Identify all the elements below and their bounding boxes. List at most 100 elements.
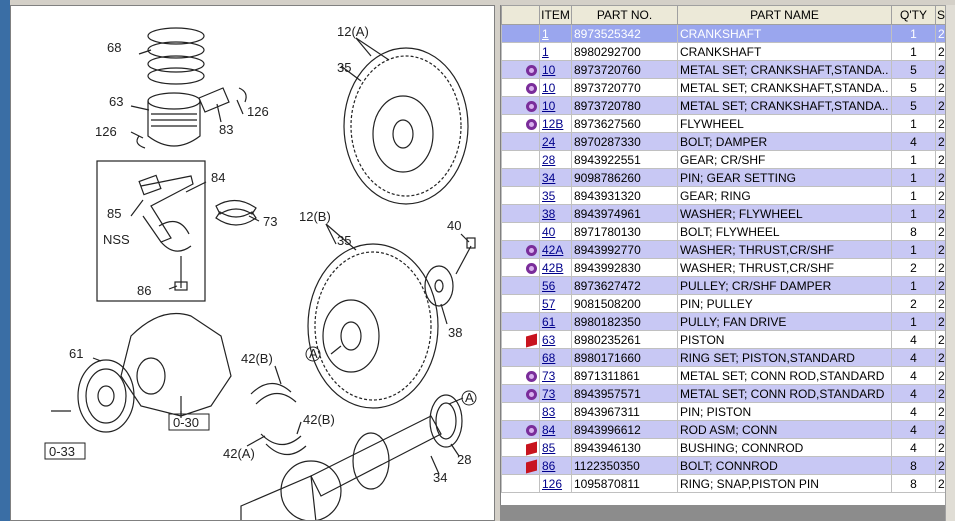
row-item-cell: 28 [539, 150, 572, 169]
gear-icon[interactable] [526, 82, 537, 94]
row-qty: 2 [891, 258, 936, 277]
item-link[interactable]: 28 [542, 152, 556, 167]
item-link[interactable]: 85 [542, 440, 556, 455]
row-qty: 5 [891, 60, 936, 79]
item-link[interactable]: 73 [542, 386, 556, 401]
item-link[interactable]: 1 [542, 26, 549, 41]
callout-126-left: 126 [95, 124, 117, 139]
gear-icon[interactable] [526, 424, 537, 436]
gear-icon[interactable] [526, 118, 537, 130]
book-icon[interactable] [526, 441, 537, 456]
header-part-no[interactable]: PART NO. [571, 5, 678, 25]
book-icon[interactable] [526, 333, 537, 348]
item-link[interactable]: 68 [542, 350, 556, 365]
item-link[interactable]: 1 [542, 44, 549, 59]
row-qty: 1 [891, 24, 936, 43]
item-link[interactable]: 12B [542, 116, 564, 131]
vertical-scrollbar[interactable] [945, 5, 955, 521]
item-link[interactable]: 42B [542, 260, 564, 275]
item-link[interactable]: 35 [542, 188, 556, 203]
row-part-no: 8980182350 [571, 312, 678, 331]
header-icon[interactable] [501, 5, 540, 25]
item-link[interactable]: 10 [542, 62, 556, 77]
item-link[interactable]: 40 [542, 224, 556, 239]
horizontal-scrollbar[interactable] [500, 505, 945, 521]
item-link[interactable]: 61 [542, 314, 556, 329]
row-item-cell: 42B [539, 258, 572, 277]
item-link[interactable]: 86 [542, 458, 556, 473]
row-icon-cell [501, 402, 540, 421]
parts-diagram-pane[interactable]: 68 63 126 126 83 84 85 NSS 73 86 12(A) 3… [10, 5, 495, 521]
item-link[interactable]: 83 [542, 404, 556, 419]
gear-icon[interactable] [526, 388, 537, 400]
row-icon-cell [501, 366, 540, 385]
exploded-parts-diagram: 68 63 126 126 83 84 85 NSS 73 86 12(A) 3… [44, 24, 477, 520]
left-window-strip [0, 0, 10, 521]
item-link[interactable]: 56 [542, 278, 556, 293]
header-qty[interactable]: Q'TY [891, 5, 936, 25]
book-icon[interactable] [526, 459, 537, 474]
row-qty: 4 [891, 348, 936, 367]
row-item-cell: 126 [539, 474, 572, 493]
row-part-no: 8980292700 [571, 42, 678, 61]
item-link[interactable]: 126 [542, 476, 563, 491]
callout-85: 85 [107, 206, 121, 221]
gear-icon[interactable] [526, 370, 537, 382]
row-part-no: 8943946130 [571, 438, 678, 457]
callout-73: 73 [263, 214, 277, 229]
gear-icon[interactable] [526, 262, 537, 274]
header-part-name[interactable]: PART NAME [677, 5, 892, 25]
item-link[interactable]: 57 [542, 296, 556, 311]
item-link[interactable]: 10 [542, 80, 556, 95]
item-link[interactable]: 42A [542, 242, 564, 257]
row-qty: 4 [891, 132, 936, 151]
gear-icon[interactable] [526, 64, 537, 76]
item-link[interactable]: 24 [542, 134, 556, 149]
item-link[interactable]: 34 [542, 170, 556, 185]
row-part-no: 8943974961 [571, 204, 678, 223]
pane-splitter[interactable] [495, 0, 500, 521]
row-part-no: 8973627472 [571, 276, 678, 295]
item-link[interactable]: 84 [542, 422, 556, 437]
table-header-row: ITEM PART NO. PART NAME Q'TY S [501, 5, 947, 25]
row-icon-cell [501, 384, 540, 403]
row-part-no: 8973720770 [571, 78, 678, 97]
gear-icon[interactable] [526, 100, 537, 112]
row-part-no: 9081508200 [571, 294, 678, 313]
item-link[interactable]: 10 [542, 98, 556, 113]
callout-40: 40 [447, 218, 461, 233]
item-link[interactable]: 73 [542, 368, 556, 383]
gear-icon[interactable] [526, 244, 537, 256]
header-item[interactable]: ITEM [539, 5, 572, 25]
item-link[interactable]: 63 [542, 332, 556, 347]
item-link[interactable]: 38 [542, 206, 556, 221]
callout-38: 38 [448, 325, 462, 340]
